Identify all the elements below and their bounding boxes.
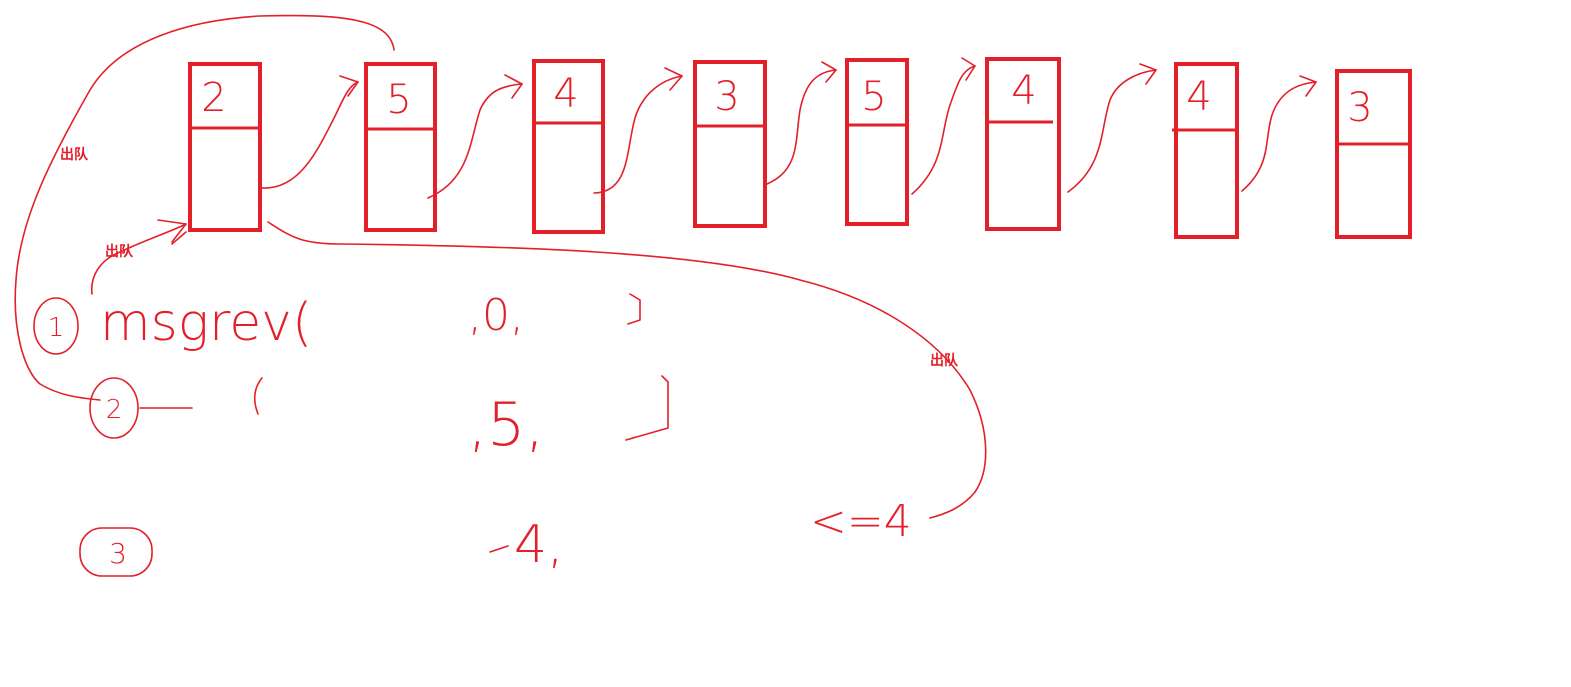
node-value: 2 <box>201 75 226 121</box>
node-box <box>1335 69 1412 239</box>
node-box <box>845 58 909 226</box>
dequeue-label: 出队 <box>60 146 89 163</box>
next-pointer-arrow <box>766 69 837 185</box>
handwritten-call: msgrev( <box>100 293 312 353</box>
bracket-stroke <box>627 293 641 325</box>
note-line-3: 3 4, <=4 <box>79 496 912 577</box>
handwritten-value: ,5, <box>468 390 544 460</box>
node-value: 4 <box>553 71 578 117</box>
node-box <box>532 59 605 234</box>
dequeue-arrow-left <box>91 223 187 295</box>
node-value: 4 <box>1186 74 1211 120</box>
dequeue-loop-right <box>267 221 987 519</box>
note-line-1: 1 msgrev( ,0, <box>33 290 641 355</box>
node-box <box>188 62 262 232</box>
arrow-head <box>664 67 683 91</box>
next-pointer-arrow <box>1067 69 1157 193</box>
node-box <box>1174 62 1239 239</box>
circled-marker <box>89 377 139 439</box>
node: 5 <box>845 58 909 226</box>
dash-stroke <box>489 545 509 553</box>
circled-marker <box>33 297 79 355</box>
node-box <box>364 62 437 232</box>
next-pointer-arrows <box>261 57 1317 199</box>
node: 4 <box>532 59 605 234</box>
note-line-2: 2 ,5, <box>89 375 669 460</box>
node: 3 <box>1335 69 1412 239</box>
node-value: 3 <box>714 74 739 120</box>
circled-marker <box>79 527 153 577</box>
next-pointer-arrow <box>261 81 359 189</box>
stub-line <box>171 231 187 245</box>
node-value: 3 <box>1347 85 1372 131</box>
node-value: 4 <box>1011 68 1036 114</box>
node: 3 <box>693 60 767 228</box>
arrow-head <box>504 74 523 99</box>
handwritten-value: ,0, <box>468 290 524 341</box>
node-box <box>693 60 767 228</box>
arrow-head <box>961 57 976 81</box>
arrow-head <box>339 75 359 97</box>
next-pointer-arrow <box>911 65 976 195</box>
bracket-stroke <box>625 375 669 441</box>
step-marker: 2 <box>106 395 123 425</box>
node-value: 5 <box>861 74 886 120</box>
node: 4 <box>985 57 1061 231</box>
next-pointer-arrow <box>593 75 683 194</box>
arrow-head <box>821 61 837 83</box>
next-pointer-arrow <box>427 83 523 199</box>
next-pointer-arrow <box>1241 81 1317 192</box>
node: 5 <box>364 62 437 232</box>
step-marker: 1 <box>48 313 65 343</box>
paren-stroke <box>253 377 263 415</box>
step-marker: 3 <box>109 537 127 570</box>
handwritten-value: 4, <box>514 515 564 575</box>
node: 4 <box>1172 62 1239 239</box>
dequeue-label: 出队 <box>930 352 959 369</box>
node-value: 5 <box>386 77 411 123</box>
arrow-head <box>1299 75 1317 97</box>
arrow-head <box>157 219 187 243</box>
dequeue-label: 出队 <box>105 243 134 260</box>
comparison-note: <=4 <box>810 496 912 547</box>
node: 2 <box>188 62 262 232</box>
arrow-head <box>1139 63 1157 85</box>
node-box <box>985 57 1061 231</box>
dequeue-loop-top <box>14 14 395 401</box>
